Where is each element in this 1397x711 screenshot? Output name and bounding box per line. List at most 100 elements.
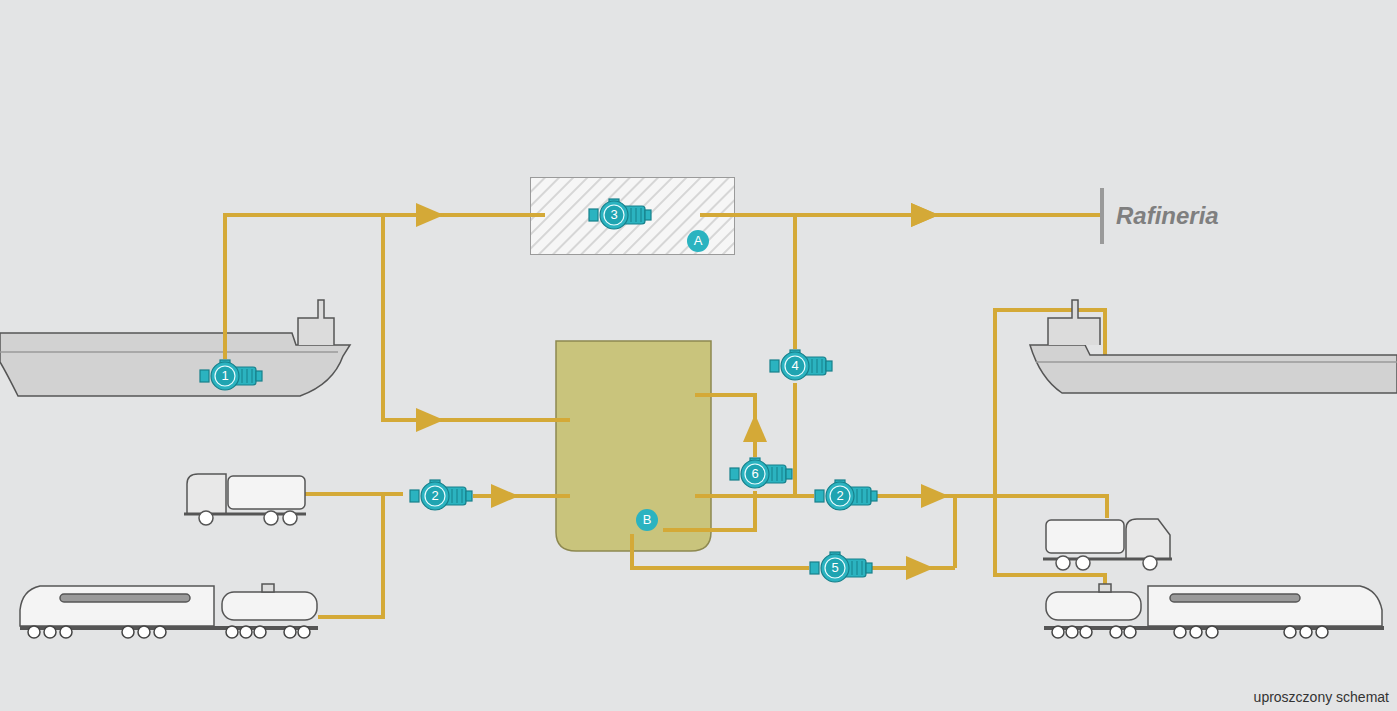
- pipe-connector: [795, 203, 1100, 349]
- shape: [215, 366, 235, 386]
- storage-tank: B: [555, 340, 712, 552]
- shape: [826, 482, 854, 510]
- pump-icon: [769, 349, 833, 383]
- wheel: [154, 626, 166, 638]
- tanker-ship: [0, 300, 350, 396]
- shape: [830, 486, 850, 506]
- pipe-stub: [555, 395, 712, 552]
- shape: [645, 210, 651, 220]
- pump: 6: [729, 457, 793, 491]
- shape: [815, 490, 824, 502]
- callout-letter: A: [687, 230, 709, 252]
- shape: [825, 558, 845, 578]
- wheel: [1206, 626, 1218, 638]
- wheel: [1300, 626, 1312, 638]
- shape: [770, 360, 779, 372]
- wheel: [1190, 626, 1202, 638]
- shape: [810, 562, 819, 574]
- refinery-terminal: Rafineria: [1100, 188, 1223, 244]
- motor-fin: [631, 208, 632, 222]
- shape: [466, 491, 472, 501]
- shape: [786, 469, 792, 479]
- shape: [256, 371, 262, 381]
- pump-icon: [809, 551, 873, 585]
- pump: 2: [814, 479, 878, 513]
- tanker-ship: [1030, 300, 1397, 393]
- wheel: [1316, 626, 1328, 638]
- wheel: [60, 626, 72, 638]
- flow-arrow: [911, 203, 939, 227]
- motor-fin: [857, 489, 858, 503]
- tank-train: [1044, 584, 1384, 628]
- pipe-line: [225, 215, 530, 359]
- shape: [200, 370, 209, 382]
- pipe-connector: [712, 496, 814, 497]
- motor-fin: [822, 359, 823, 373]
- pump-icon: [729, 457, 793, 491]
- pipe-line: [712, 494, 814, 498]
- wheel: [298, 626, 310, 638]
- shape: [821, 554, 849, 582]
- motor-fin: [641, 208, 642, 222]
- pipe-connector: [632, 552, 809, 568]
- hatched-area: A3: [530, 177, 735, 255]
- pipe-line: [795, 215, 1100, 349]
- shape: [410, 490, 419, 502]
- wheel: [44, 626, 56, 638]
- pipe-line: [712, 395, 755, 457]
- wheel: [1080, 626, 1092, 638]
- motor-fin: [242, 369, 243, 383]
- shape: [589, 209, 598, 221]
- motor-fin: [636, 208, 637, 222]
- pipe-connector: [473, 484, 555, 508]
- wheel: [1284, 626, 1296, 638]
- pipe-stub: [556, 341, 711, 551]
- callout-letter: B: [636, 509, 658, 531]
- pump: 4: [769, 349, 833, 383]
- pump: 1: [199, 359, 263, 393]
- pump-number: 3: [605, 206, 623, 224]
- motor-fin: [857, 561, 858, 575]
- pump: 2: [409, 479, 473, 513]
- caption-note: uproszczony schemat: [1254, 689, 1389, 705]
- pipe-connector: [225, 215, 555, 432]
- motor-fin: [852, 561, 853, 575]
- wheel: [240, 626, 252, 638]
- pump-icon: [814, 479, 878, 513]
- flow-arrow: [491, 484, 519, 508]
- motor-fin: [862, 561, 863, 575]
- pump: 3: [588, 198, 652, 232]
- motor-fin: [867, 489, 868, 503]
- tank-shape: [555, 340, 712, 552]
- motor-fin: [462, 489, 463, 503]
- train-wheels: [28, 626, 1328, 638]
- shape: [604, 205, 624, 225]
- motor-fin: [812, 359, 813, 373]
- pipe-connector: [225, 203, 530, 359]
- pump-number: 2: [426, 487, 444, 505]
- shape: [425, 486, 445, 506]
- shape: [745, 464, 765, 484]
- wheel: [1066, 626, 1078, 638]
- shape: [785, 356, 805, 376]
- pump-number: 4: [786, 357, 804, 375]
- shape: [866, 563, 872, 573]
- shape: [741, 460, 769, 488]
- shape: [871, 491, 877, 501]
- tank-truck: [184, 474, 306, 525]
- pipe-connector: [712, 383, 795, 496]
- wheel: [1174, 626, 1186, 638]
- motor-fin: [457, 489, 458, 503]
- wheel: [1052, 626, 1064, 638]
- shape: [826, 361, 832, 371]
- wheel: [28, 626, 40, 638]
- wheel: [254, 626, 266, 638]
- pump-number: 1: [216, 367, 234, 385]
- pump-icon: [199, 359, 263, 393]
- motor-fin: [252, 369, 253, 383]
- pump-icon: [409, 479, 473, 513]
- shape: [730, 468, 739, 480]
- shape: [531, 178, 735, 255]
- flow-arrow: [743, 414, 767, 442]
